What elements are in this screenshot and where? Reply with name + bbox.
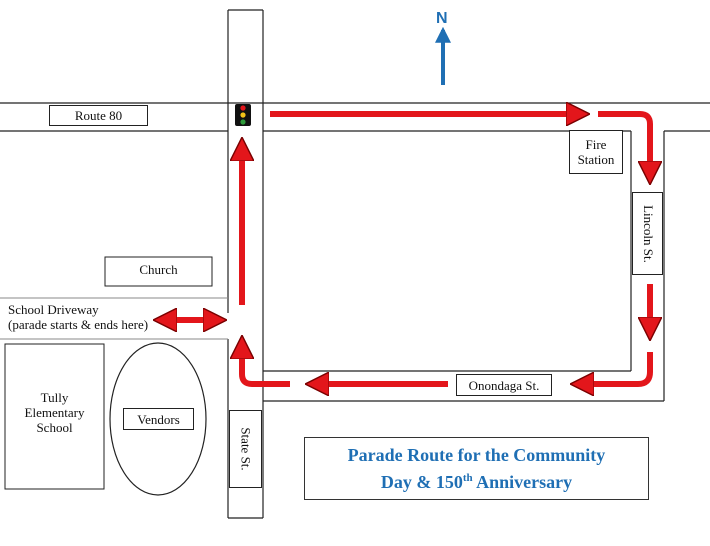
- state-st-text: State St.: [238, 427, 254, 471]
- route-arrow-corner-southwest: [575, 352, 653, 384]
- state-st-label: State St.: [229, 410, 262, 488]
- lincoln-st-text: Lincoln St.: [640, 204, 656, 263]
- onondaga-st-label: Onondaga St.: [456, 374, 552, 396]
- north-label: N: [436, 10, 448, 27]
- vendors-label: Vendors: [123, 408, 194, 430]
- school-line1: Tully: [40, 390, 69, 405]
- map-title: Parade Route for the Community Day & 150…: [304, 437, 649, 500]
- title-line1: Parade Route for the Community: [347, 444, 606, 465]
- route-arrow-corner-southeast: [598, 111, 650, 180]
- school-line3: School: [36, 420, 73, 435]
- school-driveway-label: School Driveway (parade starts & ends he…: [8, 302, 148, 332]
- title-line2-post: Anniversary: [472, 471, 573, 492]
- title-line2-pre: Day & 150: [380, 471, 463, 492]
- school-driveway-line2: (parade starts & ends here): [8, 317, 149, 332]
- title-line2: Day & 150th Anniversary: [381, 467, 572, 494]
- school-driveway-line1: School Driveway: [8, 302, 99, 317]
- lincoln-st-label: Lincoln St.: [632, 192, 663, 275]
- church-building: [104, 256, 213, 287]
- route80-label: Route 80: [49, 105, 148, 126]
- fire-station-line2: Station: [577, 152, 615, 167]
- school-line2: Elementary: [24, 405, 85, 420]
- route-arrow-corner-northwest: [242, 340, 290, 387]
- fire-station-label: Fire Station: [569, 130, 623, 174]
- school-label: Tully Elementary School: [5, 390, 104, 435]
- school-building: [4, 343, 105, 490]
- fire-station-line1: Fire: [585, 137, 607, 152]
- traffic-light-icon: [235, 104, 251, 126]
- church-label: Church: [139, 262, 178, 277]
- title-line2-sup: th: [462, 471, 473, 484]
